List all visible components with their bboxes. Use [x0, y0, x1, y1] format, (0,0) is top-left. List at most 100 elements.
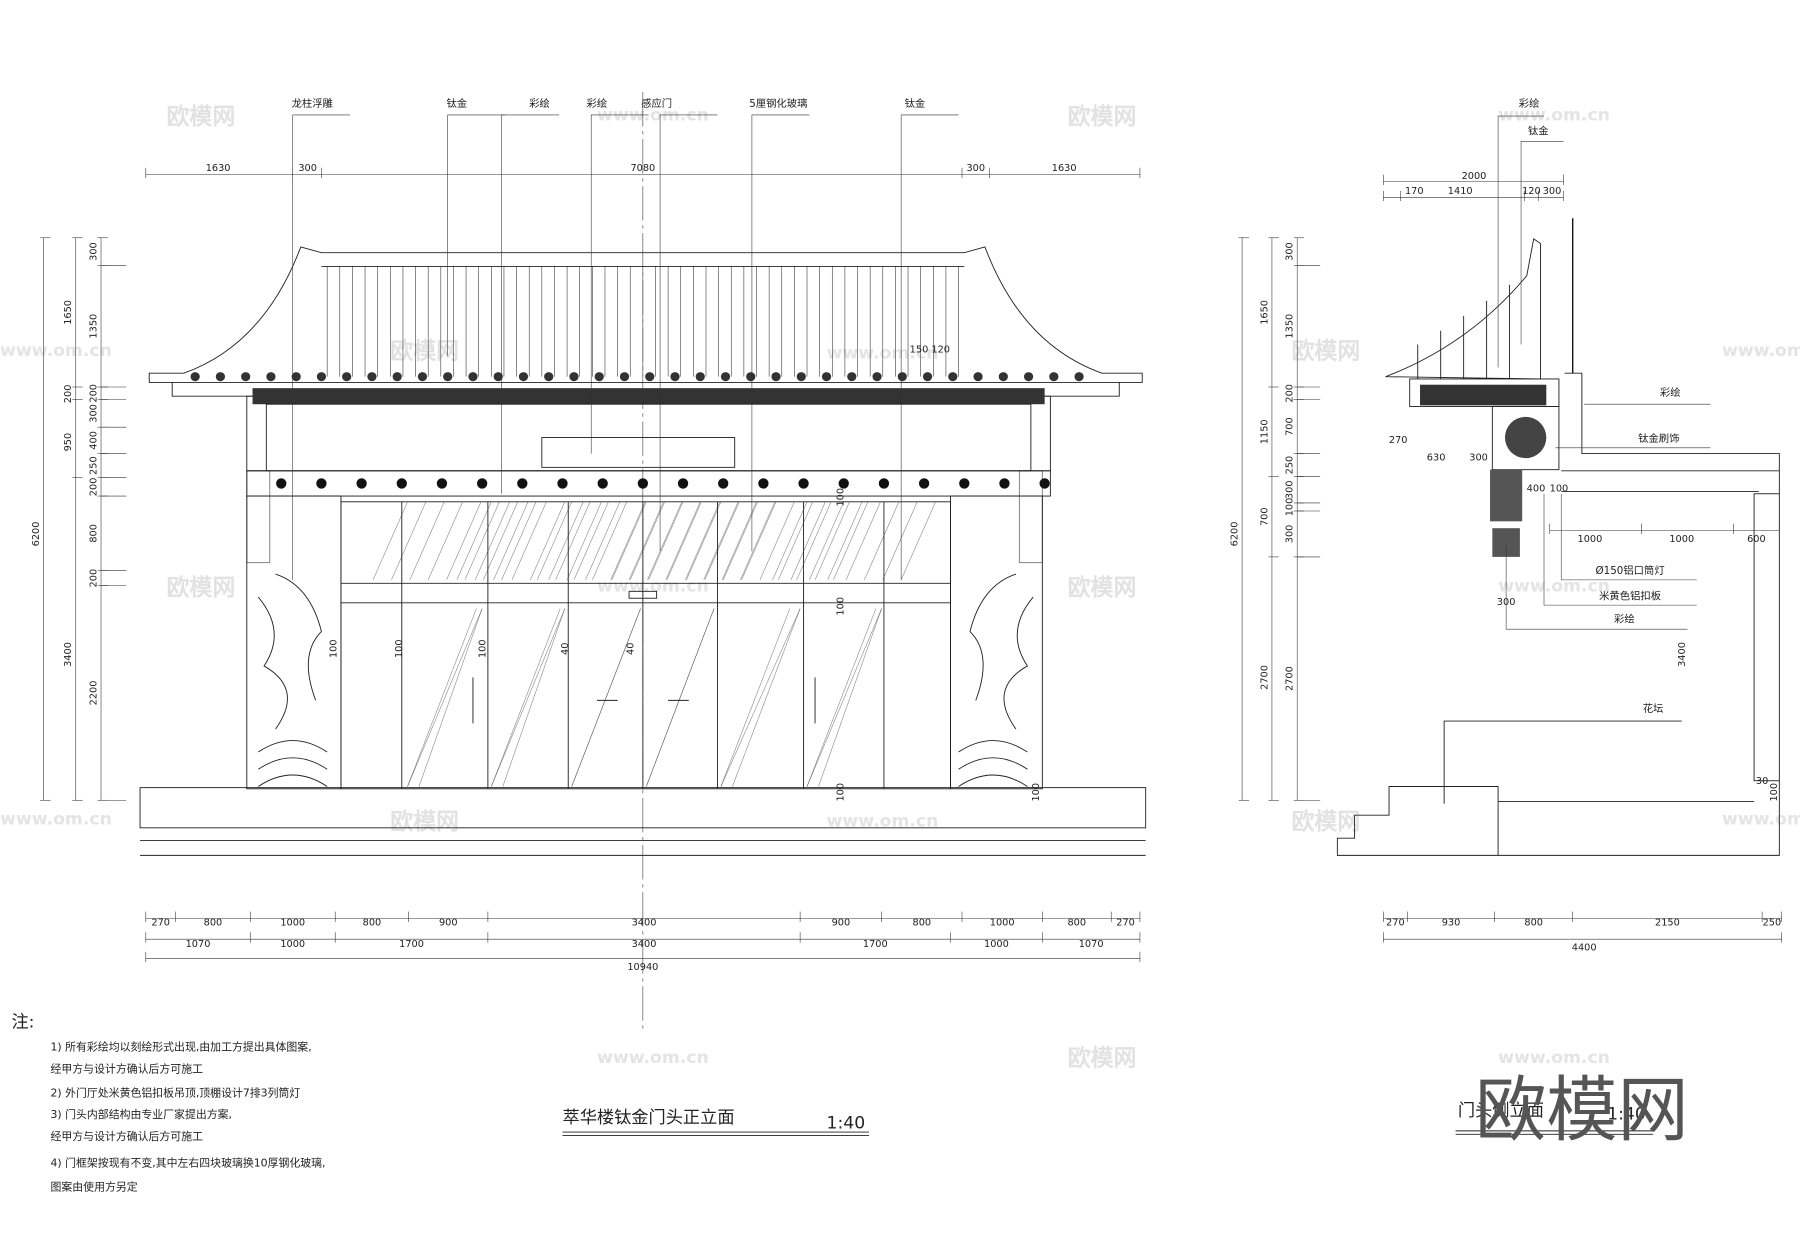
url-watermark: www.om.cn — [827, 812, 939, 832]
glass-hatch-line — [628, 501, 664, 580]
dimension-label: 1700 — [863, 939, 888, 950]
dimension-label: 800 — [1067, 917, 1086, 928]
dimension-label: 1070 — [1079, 939, 1104, 950]
dimension-label: 3400 — [1677, 642, 1688, 667]
beam — [246, 470, 1051, 497]
dimension-label: 250 — [1285, 456, 1296, 475]
dimension-label: 300 — [1285, 242, 1296, 261]
glass-hatch — [372, 501, 936, 787]
glass-hatch-line — [511, 501, 547, 580]
eave-tile-end — [973, 372, 983, 382]
glass-hatch-line — [629, 501, 665, 580]
stud — [396, 478, 407, 489]
eave-tile-end — [1074, 372, 1084, 382]
callout-label: 彩绘 — [1519, 97, 1540, 110]
plaque — [541, 437, 736, 468]
logo-watermark: 欧模网 — [1068, 575, 1137, 601]
dimension-label: 1000 — [1578, 534, 1603, 545]
dimension-label: 10940 — [627, 962, 658, 973]
dimension-label: 100 — [1285, 498, 1296, 517]
glass-hatch-line — [796, 501, 832, 580]
glass-hatch-line — [427, 501, 463, 580]
glass-hatch-line — [833, 501, 869, 580]
stud — [597, 478, 608, 489]
url-watermark: www.om.cn — [1722, 809, 1800, 829]
eave-tile-end — [316, 372, 327, 382]
dimension-label: 3400 — [63, 642, 74, 667]
glass-hatch-line — [827, 501, 863, 580]
dimension-label: 930 — [1442, 917, 1461, 928]
glass-hatch-line — [502, 608, 566, 787]
glass-hatch-line — [407, 608, 477, 787]
side-roof — [1385, 238, 1542, 380]
glass-hatch-line — [372, 501, 408, 580]
glass-hatch-line — [592, 501, 628, 580]
glass-hatch-line — [464, 501, 500, 580]
url-watermark: www.om.cn — [827, 343, 939, 363]
bracket-band — [246, 395, 1051, 472]
dimension-label: 7080 — [630, 163, 655, 174]
dimension-label: 4400 — [1572, 943, 1597, 954]
dimension-label: 800 — [1524, 917, 1543, 928]
glass-hatch-line — [790, 501, 826, 580]
dimension-label: 300 — [966, 163, 985, 174]
side-bracket — [1420, 384, 1547, 406]
glass-hatch-line — [548, 501, 584, 580]
eave-tile-end — [720, 372, 731, 382]
stud — [677, 478, 689, 489]
dimension-label: 1150 — [1259, 419, 1270, 444]
eave-tile-end — [1049, 372, 1059, 382]
callout-leader — [751, 114, 810, 552]
callout-leader — [501, 114, 560, 494]
eave-tile-end — [847, 372, 857, 382]
glass-hatch-line — [418, 608, 483, 787]
glass-hatch-line — [721, 501, 757, 580]
dimension-label: 1000 — [280, 917, 305, 928]
eave-tile-end — [468, 372, 478, 382]
dimension-label: 100 — [328, 639, 339, 658]
glass-hatch-line — [648, 501, 684, 580]
dimension-label: 3400 — [632, 939, 657, 950]
eave-tile-end — [771, 372, 781, 382]
callout-label: 彩绘 — [1614, 612, 1635, 625]
glass-hatch-line — [571, 608, 641, 787]
notes: 注: 1) 所有彩绘均以刻绘形式出现,由加工方提出具体图案, 经甲方与设计方确认… — [11, 1013, 325, 1194]
eave-tile-end — [392, 372, 402, 382]
dimension-label: 1000 — [990, 917, 1015, 928]
eave-tile-end — [695, 372, 705, 382]
url-watermark: www.om.cn — [597, 106, 709, 126]
glass-hatch-line — [391, 501, 427, 580]
side-title: 门头侧立面 — [1458, 1101, 1544, 1121]
stud — [959, 478, 970, 489]
eave-tile-end — [417, 372, 428, 382]
url-watermark: www.om.cn — [0, 809, 112, 829]
glass-hatch-line — [818, 608, 882, 787]
glass-hatch-line — [530, 501, 566, 580]
stud — [517, 478, 528, 489]
logo-watermark: 欧模网 — [1068, 104, 1137, 130]
door-frame — [340, 501, 951, 790]
glass-hatch-line — [759, 501, 795, 580]
callout-leader — [1520, 141, 1564, 345]
dimension-label: 200 — [1285, 384, 1296, 403]
dimension-label: 250 — [88, 456, 99, 475]
eave-tile-end — [518, 372, 529, 382]
glass-hatch-line — [665, 501, 701, 580]
dimension-label: 950 — [63, 433, 74, 452]
dimension-label: 1650 — [63, 300, 74, 325]
dimension-label: 900 — [832, 917, 851, 928]
dimension-label: 170 — [1405, 186, 1424, 197]
url-watermark: www.om.cn — [0, 341, 112, 361]
eave-tile-end — [544, 372, 554, 382]
dimension-label: 270 — [151, 917, 170, 928]
dimension-label: 300 — [1497, 597, 1516, 608]
logo-watermark: 欧模网 — [1291, 809, 1360, 835]
dimension-label: 1350 — [1285, 314, 1296, 339]
callout-leader — [1497, 115, 1545, 368]
door-mullions — [401, 501, 885, 789]
dimension-label: 1070 — [186, 939, 211, 950]
callout-leader — [659, 114, 718, 552]
